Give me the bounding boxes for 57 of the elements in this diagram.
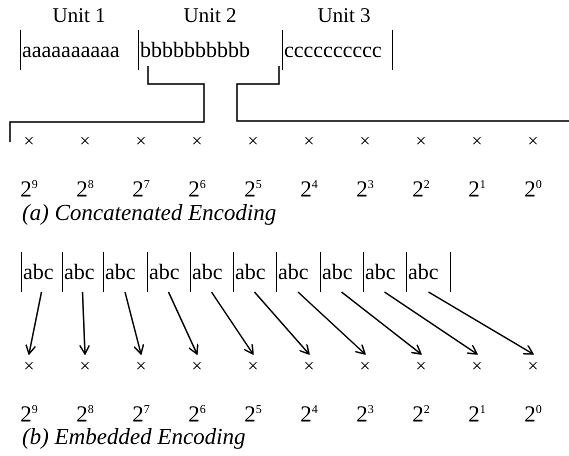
multiply-sign: × [246, 131, 260, 153]
bit-string: bbbbbbbbbb [138, 30, 282, 70]
arrow [168, 292, 199, 355]
power-label: 2$^{5}$ [243, 400, 263, 428]
bit-group: abc [21, 252, 62, 292]
power-label: 2$^{3}$ [355, 176, 375, 203]
multiply-sign: × [78, 356, 92, 378]
bit-group: abc [147, 252, 190, 292]
bit-string: cccccccccc [282, 30, 393, 70]
arrow [428, 291, 534, 355]
multiply-sign: × [78, 131, 92, 153]
arrow [298, 291, 366, 355]
power-label: 2$^{4}$ [299, 400, 319, 428]
multiply-sign: × [190, 356, 204, 378]
power-label: 2$^{0}$ [523, 176, 543, 203]
bit-group: abc [62, 252, 103, 292]
unit-heading: Unit 1 [51, 2, 107, 28]
bit-group: abc [406, 252, 451, 292]
bit-group: abc [320, 252, 363, 292]
power-label: 2$^{3}$ [355, 400, 375, 428]
bit-string: aaaaaaaaaa [20, 30, 138, 70]
multiply-sign: × [526, 131, 540, 153]
bit-group: abc [276, 252, 320, 292]
multiply-sign: × [22, 356, 36, 378]
bit-group: abc [233, 252, 276, 292]
arrow [341, 291, 422, 355]
multiply-sign: × [134, 356, 148, 378]
multiply-sign: × [246, 356, 260, 378]
bit-group: abc [190, 252, 233, 292]
arrow [384, 291, 478, 355]
multiply-sign: × [414, 356, 428, 378]
multiply-sign: × [358, 356, 372, 378]
arrow [25, 292, 42, 355]
multiply-sign: × [526, 356, 540, 378]
arrow [124, 292, 144, 355]
power-label: 2$^{4}$ [299, 176, 319, 203]
power-label: 2$^{1}$ [467, 400, 487, 428]
multiply-sign: × [470, 356, 484, 378]
unit-heading: Unit 3 [316, 2, 372, 28]
power-label: 2$^{2}$ [411, 400, 431, 428]
arrow [254, 292, 310, 355]
bit-group: abc [363, 252, 406, 292]
bit-group: abc [103, 252, 147, 292]
multiply-sign: × [358, 131, 372, 153]
power-label: 2$^{2}$ [411, 176, 431, 203]
multiply-sign: × [302, 356, 316, 378]
power-label: 2$^{1}$ [467, 176, 487, 203]
arrow [210, 292, 254, 355]
multiply-sign: × [470, 131, 484, 153]
multiply-sign: × [134, 131, 148, 153]
unit-heading: Unit 2 [182, 2, 238, 28]
multiply-sign: × [414, 131, 428, 153]
multiply-sign: × [190, 131, 204, 153]
multiply-sign: × [302, 131, 316, 153]
arrow [78, 292, 90, 355]
power-label: 2$^{0}$ [523, 400, 543, 428]
multiply-sign: × [22, 131, 36, 153]
